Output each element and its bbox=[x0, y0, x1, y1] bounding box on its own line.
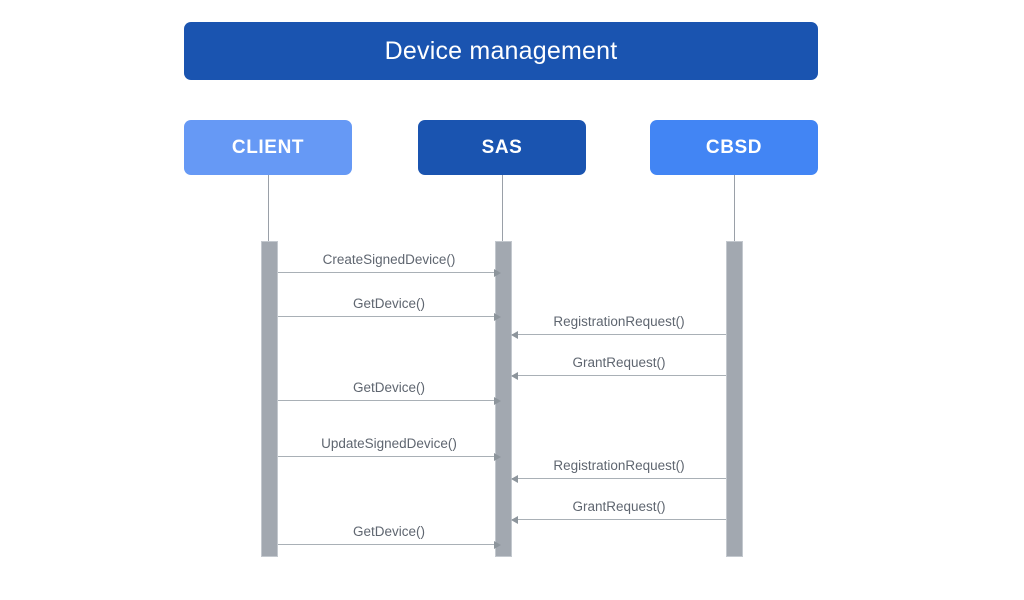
lifeline-stem-client bbox=[268, 175, 269, 241]
message-arrow: UpdateSignedDevice() bbox=[278, 436, 501, 461]
activation-bar-cbsd bbox=[726, 241, 743, 557]
participant-header-client[interactable]: CLIENT bbox=[184, 120, 352, 175]
lifeline-stem-sas bbox=[502, 175, 503, 241]
message-line bbox=[512, 375, 726, 376]
lifeline-stem-cbsd bbox=[734, 175, 735, 241]
message-line bbox=[512, 334, 726, 335]
message-label: GetDevice() bbox=[352, 296, 425, 311]
message-label: GrantRequest() bbox=[572, 499, 666, 514]
arrowhead-left-icon bbox=[511, 371, 518, 380]
message-arrow: RegistrationRequest() bbox=[511, 314, 726, 339]
participant-header-cbsd[interactable]: CBSD bbox=[650, 120, 818, 175]
message-arrow: GetDevice() bbox=[278, 296, 501, 321]
message-line bbox=[278, 272, 500, 273]
message-line bbox=[278, 400, 500, 401]
message-label: RegistrationRequest() bbox=[553, 458, 685, 473]
message-arrow: GetDevice() bbox=[278, 380, 501, 405]
arrowhead-right-icon bbox=[494, 268, 501, 277]
message-label: GetDevice() bbox=[352, 380, 425, 395]
participant-header-sas[interactable]: SAS bbox=[418, 120, 586, 175]
participant-label-cbsd: CBSD bbox=[705, 136, 763, 158]
message-line bbox=[278, 456, 500, 457]
activation-bar-client bbox=[261, 241, 278, 557]
message-arrow: RegistrationRequest() bbox=[511, 458, 726, 483]
message-label: GrantRequest() bbox=[572, 355, 666, 370]
arrowhead-right-icon bbox=[494, 452, 501, 461]
diagram-title-banner: Device management bbox=[184, 22, 818, 80]
message-label: UpdateSignedDevice() bbox=[321, 436, 457, 451]
message-line bbox=[512, 478, 726, 479]
participant-label-sas: SAS bbox=[481, 136, 523, 158]
message-line bbox=[512, 519, 726, 520]
arrowhead-left-icon bbox=[511, 515, 518, 524]
message-arrow: GetDevice() bbox=[278, 524, 501, 549]
arrowhead-left-icon bbox=[511, 330, 518, 339]
message-arrow: GrantRequest() bbox=[511, 499, 726, 524]
message-label: GetDevice() bbox=[352, 524, 425, 539]
arrowhead-left-icon bbox=[511, 474, 518, 483]
arrowhead-right-icon bbox=[494, 540, 501, 549]
message-arrow: CreateSignedDevice() bbox=[278, 252, 501, 277]
message-label: CreateSignedDevice() bbox=[322, 252, 456, 267]
page-title: Device management bbox=[384, 36, 618, 65]
message-arrow: GrantRequest() bbox=[511, 355, 726, 380]
message-line bbox=[278, 544, 500, 545]
message-line bbox=[278, 316, 500, 317]
participant-label-client: CLIENT bbox=[231, 136, 305, 158]
arrowhead-right-icon bbox=[494, 396, 501, 405]
arrowhead-right-icon bbox=[494, 312, 501, 321]
message-label: RegistrationRequest() bbox=[553, 314, 685, 329]
